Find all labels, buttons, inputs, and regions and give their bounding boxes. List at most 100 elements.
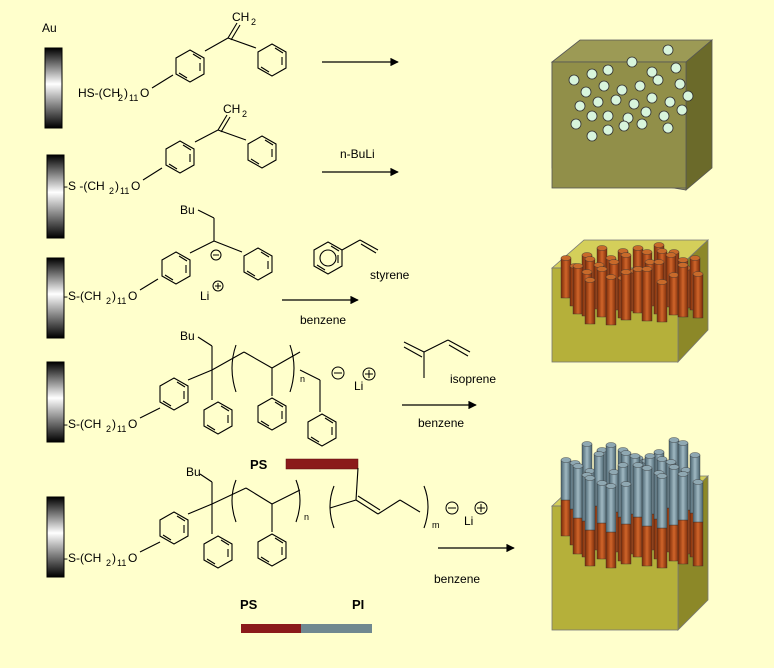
svg-text:2: 2 <box>251 17 256 27</box>
initiator-dot <box>580 86 592 98</box>
initiator-dot <box>640 106 652 118</box>
benzene-label: benzene <box>300 313 346 327</box>
block-copolymer-rod <box>605 483 617 569</box>
svg-text:11: 11 <box>120 186 129 196</box>
svg-text:-S-(CH: -S-(CH <box>64 551 101 565</box>
svg-text:): ) <box>112 417 116 431</box>
li-label: Li <box>464 514 473 528</box>
initiator-dot <box>568 74 580 86</box>
initiator-dot <box>664 96 676 108</box>
polymer-rod <box>584 277 596 325</box>
ps-block-bar <box>241 624 301 633</box>
bracket-right <box>289 344 295 393</box>
block-copolymer-rod <box>677 471 689 565</box>
svg-text:O: O <box>131 179 140 193</box>
initiator-dot <box>628 98 640 110</box>
isoprene-icon <box>403 339 471 378</box>
initiator-dot <box>610 94 622 106</box>
block-copolymer-rod <box>560 457 572 537</box>
svg-text:O: O <box>128 417 137 431</box>
au-label: Au <box>42 21 57 35</box>
initiator-dot <box>598 80 610 92</box>
initiator-dot <box>586 110 598 122</box>
svg-text:): ) <box>112 289 116 303</box>
gold-electrode-icon <box>44 47 63 129</box>
ps-label: PS <box>250 457 268 472</box>
svg-text:2: 2 <box>106 558 111 568</box>
bu-label: Bu <box>186 465 201 479</box>
benzene-ring-icon <box>151 22 287 89</box>
bu-label: Bu <box>180 203 195 217</box>
benzene-ring-icon <box>139 467 421 569</box>
initiator-dot <box>676 104 688 116</box>
initiator-dot <box>586 68 598 80</box>
sulfide-label: -S-(CH 2 ) 11 O <box>64 417 137 434</box>
svg-text:2: 2 <box>242 109 247 119</box>
benzene-ring-icon <box>139 209 273 291</box>
polymer-rod <box>668 272 680 316</box>
polymer-rod <box>620 269 632 321</box>
block-copolymer-rod <box>641 465 653 567</box>
initiator-dot <box>652 74 664 86</box>
ch2-label: CH 2 <box>223 102 247 119</box>
block-copolymer-rod <box>620 481 632 565</box>
polymer-rod <box>692 271 704 319</box>
n-label: n <box>300 374 305 384</box>
svg-text:2: 2 <box>106 296 111 306</box>
bracket-left <box>329 485 335 529</box>
initiator-dot <box>682 90 694 102</box>
gold-electrode-icon <box>46 361 65 443</box>
svg-text:): ) <box>124 86 128 100</box>
li-label: Li <box>200 289 209 303</box>
benzene-label: benzene <box>418 416 464 430</box>
initiator-dot <box>662 44 674 56</box>
block-copolymer-rod <box>656 473 668 569</box>
svg-text:HS-(CH: HS-(CH <box>78 86 120 100</box>
svg-text:): ) <box>112 551 116 565</box>
initiator-dot <box>618 120 630 132</box>
anion-icon <box>210 249 222 261</box>
svg-text:O: O <box>128 289 137 303</box>
cation-icon <box>212 280 224 292</box>
svg-text:2: 2 <box>118 93 123 103</box>
svg-text:CH: CH <box>232 10 249 24</box>
anion-icon <box>331 366 345 380</box>
sulfide-label: -S-(CH 2 ) 11 O <box>64 289 137 306</box>
cation-icon <box>474 501 488 515</box>
svg-text:-S-(CH: -S-(CH <box>64 417 101 431</box>
svg-text:11: 11 <box>117 296 126 306</box>
polymer-rod <box>572 263 584 315</box>
block-copolymer-rod <box>584 475 596 567</box>
initiator-dot <box>616 84 628 96</box>
sulfide-label: -S -(CH 2 ) 11 O <box>64 179 140 196</box>
polymer-brush-icon <box>560 242 704 326</box>
initiator-dot <box>602 110 614 122</box>
initiator-dot <box>592 96 604 108</box>
bracket-right <box>423 485 429 529</box>
bracket-left <box>231 479 237 523</box>
polymer-rod <box>656 279 668 323</box>
benzene-ring-icon <box>142 114 277 181</box>
ps-block-bar <box>285 458 359 470</box>
initiator-dot <box>602 64 614 76</box>
thiol-label: HS-(CH 2 ) 11 O <box>78 86 149 103</box>
nbuli-label: n-BuLi <box>340 147 375 161</box>
initiator-dot <box>670 62 682 74</box>
svg-text:11: 11 <box>117 424 126 434</box>
initiator-dot <box>662 122 674 134</box>
initiator-dot <box>646 92 658 104</box>
gold-electrode-icon <box>46 154 65 239</box>
bu-label: Bu <box>180 329 195 343</box>
initiator-dot <box>586 130 598 142</box>
svg-text:-S -(CH: -S -(CH <box>64 179 105 193</box>
svg-text:O: O <box>128 551 137 565</box>
bracket-left <box>231 344 237 393</box>
polymer-rod <box>641 266 653 322</box>
pi-block-bar <box>301 624 372 633</box>
initiator-dot <box>636 118 648 130</box>
svg-text:11: 11 <box>117 558 126 568</box>
polymer-rod <box>632 266 644 314</box>
block-copolymer-rod <box>632 462 644 558</box>
cation-icon <box>362 367 376 381</box>
